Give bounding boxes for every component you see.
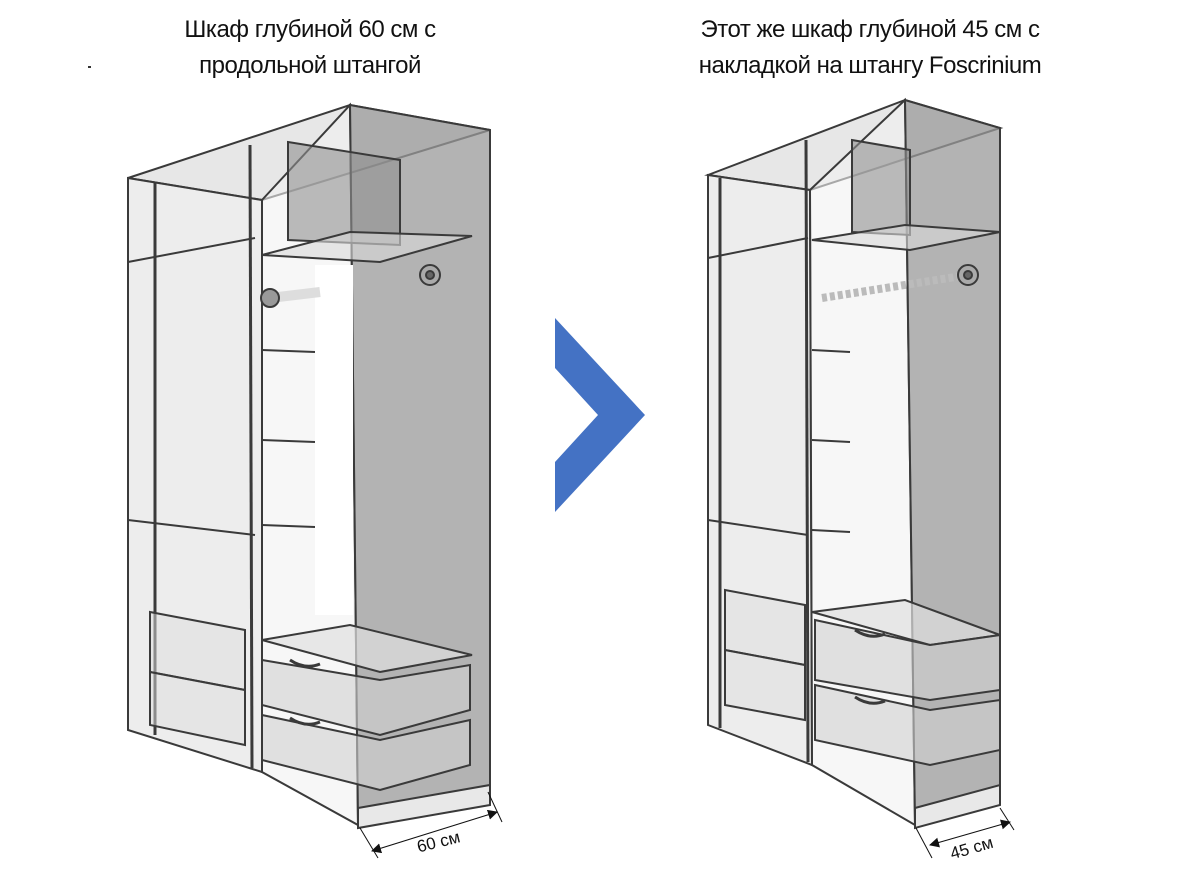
right-title: Этот же шкаф глубиной 45 см с накладкой … [660, 12, 1080, 84]
dimension-45cm [915, 807, 1015, 859]
left-title-line2: продольной штангой [199, 52, 421, 79]
stray-mark [88, 66, 91, 68]
drawer [814, 683, 1001, 767]
left-title-line1: Шкаф глубиной 60 см с [184, 16, 436, 43]
right-title-line1: Этот же шкаф глубиной 45 см с [700, 16, 1040, 43]
plinth [914, 783, 1001, 830]
chevron-arrow-icon [555, 318, 645, 512]
drawer [261, 713, 471, 792]
dimension-60cm [359, 791, 503, 859]
rod-with-foscrinium-cover [821, 271, 969, 302]
drawer [814, 618, 1001, 702]
wardrobe-45cm [704, 97, 1004, 830]
drawer [724, 648, 806, 722]
drawer [261, 658, 471, 737]
rod-holder [260, 288, 280, 308]
wardrobe-60cm [127, 102, 491, 830]
drawer [149, 670, 246, 747]
right-title-line2: накладкой на штангу Foscrinium [698, 52, 1042, 79]
left-title: Шкаф глубиной 60 см с продольной штангой [140, 12, 480, 84]
